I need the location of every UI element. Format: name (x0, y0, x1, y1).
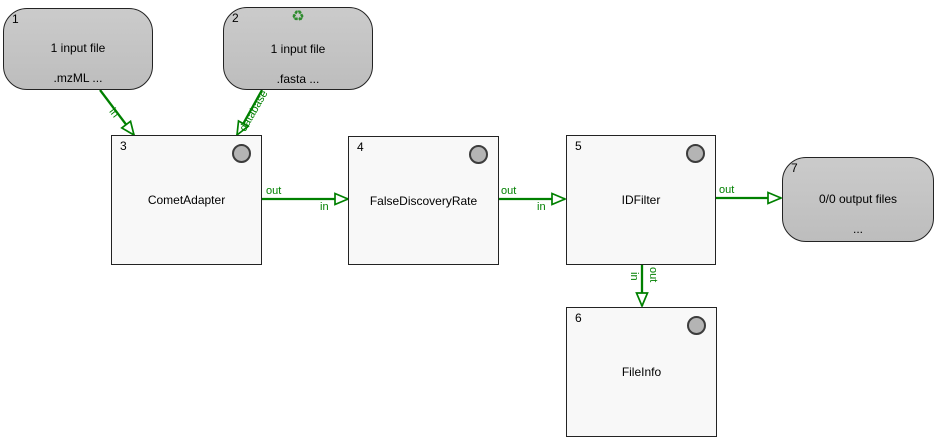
node-sublabel: .mzML ... (53, 71, 103, 85)
node-number: 4 (357, 140, 364, 154)
status-circle (469, 145, 488, 164)
node-label: CometAdapter (147, 193, 226, 207)
arrowhead-icon (120, 119, 136, 137)
status-circle (686, 144, 705, 163)
status-circle (232, 144, 251, 163)
node-cometadapter[interactable]: 3 CometAdapter (111, 135, 262, 265)
node-label: 1 input file (50, 41, 106, 55)
edge-label-out: out (719, 184, 735, 196)
edge-idfilter-to-fileinfo[interactable] (635, 265, 649, 309)
node-number: 6 (575, 311, 582, 325)
edge-label-in: in (320, 201, 329, 213)
node-number: 5 (575, 139, 582, 153)
arrowhead-icon (767, 191, 784, 205)
node-label: FileInfo (621, 365, 662, 379)
edge-input2-to-cometadapter[interactable] (232, 89, 264, 138)
node-input-mzml[interactable]: 1 1 input file .mzML ... (3, 8, 153, 90)
node-number: 2 (232, 11, 239, 25)
node-sublabel: .fasta ... (276, 72, 320, 86)
node-number: 3 (120, 139, 127, 153)
arrowhead-icon (551, 192, 568, 206)
node-label: 1 input file (270, 42, 326, 56)
arrowhead-icon (235, 119, 250, 137)
node-output-files[interactable]: 7 0/0 output files ... (782, 157, 934, 242)
arrowhead-icon (635, 292, 649, 309)
edge-label-in: in (628, 272, 640, 281)
node-idfilter[interactable]: 5 IDFilter (566, 135, 716, 265)
recycle-icon: ♻ (291, 8, 305, 25)
edge-label-out: out (647, 267, 659, 283)
status-circle (687, 316, 706, 335)
node-sublabel: ... (852, 222, 863, 236)
edge-cometadapter-to-falsediscoveryrate[interactable] (262, 192, 351, 206)
node-input-fasta[interactable]: 2 ♻ 1 input file .fasta ... (223, 7, 373, 90)
edge-label-in: in (537, 201, 546, 213)
edge-idfilter-to-output[interactable] (716, 191, 784, 205)
node-fileinfo[interactable]: 6 FileInfo (566, 307, 717, 437)
edge-label-out: out (266, 185, 282, 197)
node-falsediscoveryrate[interactable]: 4 FalseDiscoveryRate (348, 136, 499, 265)
edge-label-out: out (501, 185, 517, 197)
node-number: 1 (12, 12, 19, 26)
node-label: FalseDiscoveryRate (369, 193, 478, 208)
node-label: 0/0 output files (818, 192, 898, 206)
edge-falsediscoveryrate-to-idfilter[interactable] (499, 192, 568, 206)
arrowhead-icon (334, 192, 351, 206)
node-number: 7 (791, 161, 798, 175)
node-label: IDFilter (621, 193, 661, 207)
edge-input1-to-cometadapter[interactable] (99, 89, 138, 138)
